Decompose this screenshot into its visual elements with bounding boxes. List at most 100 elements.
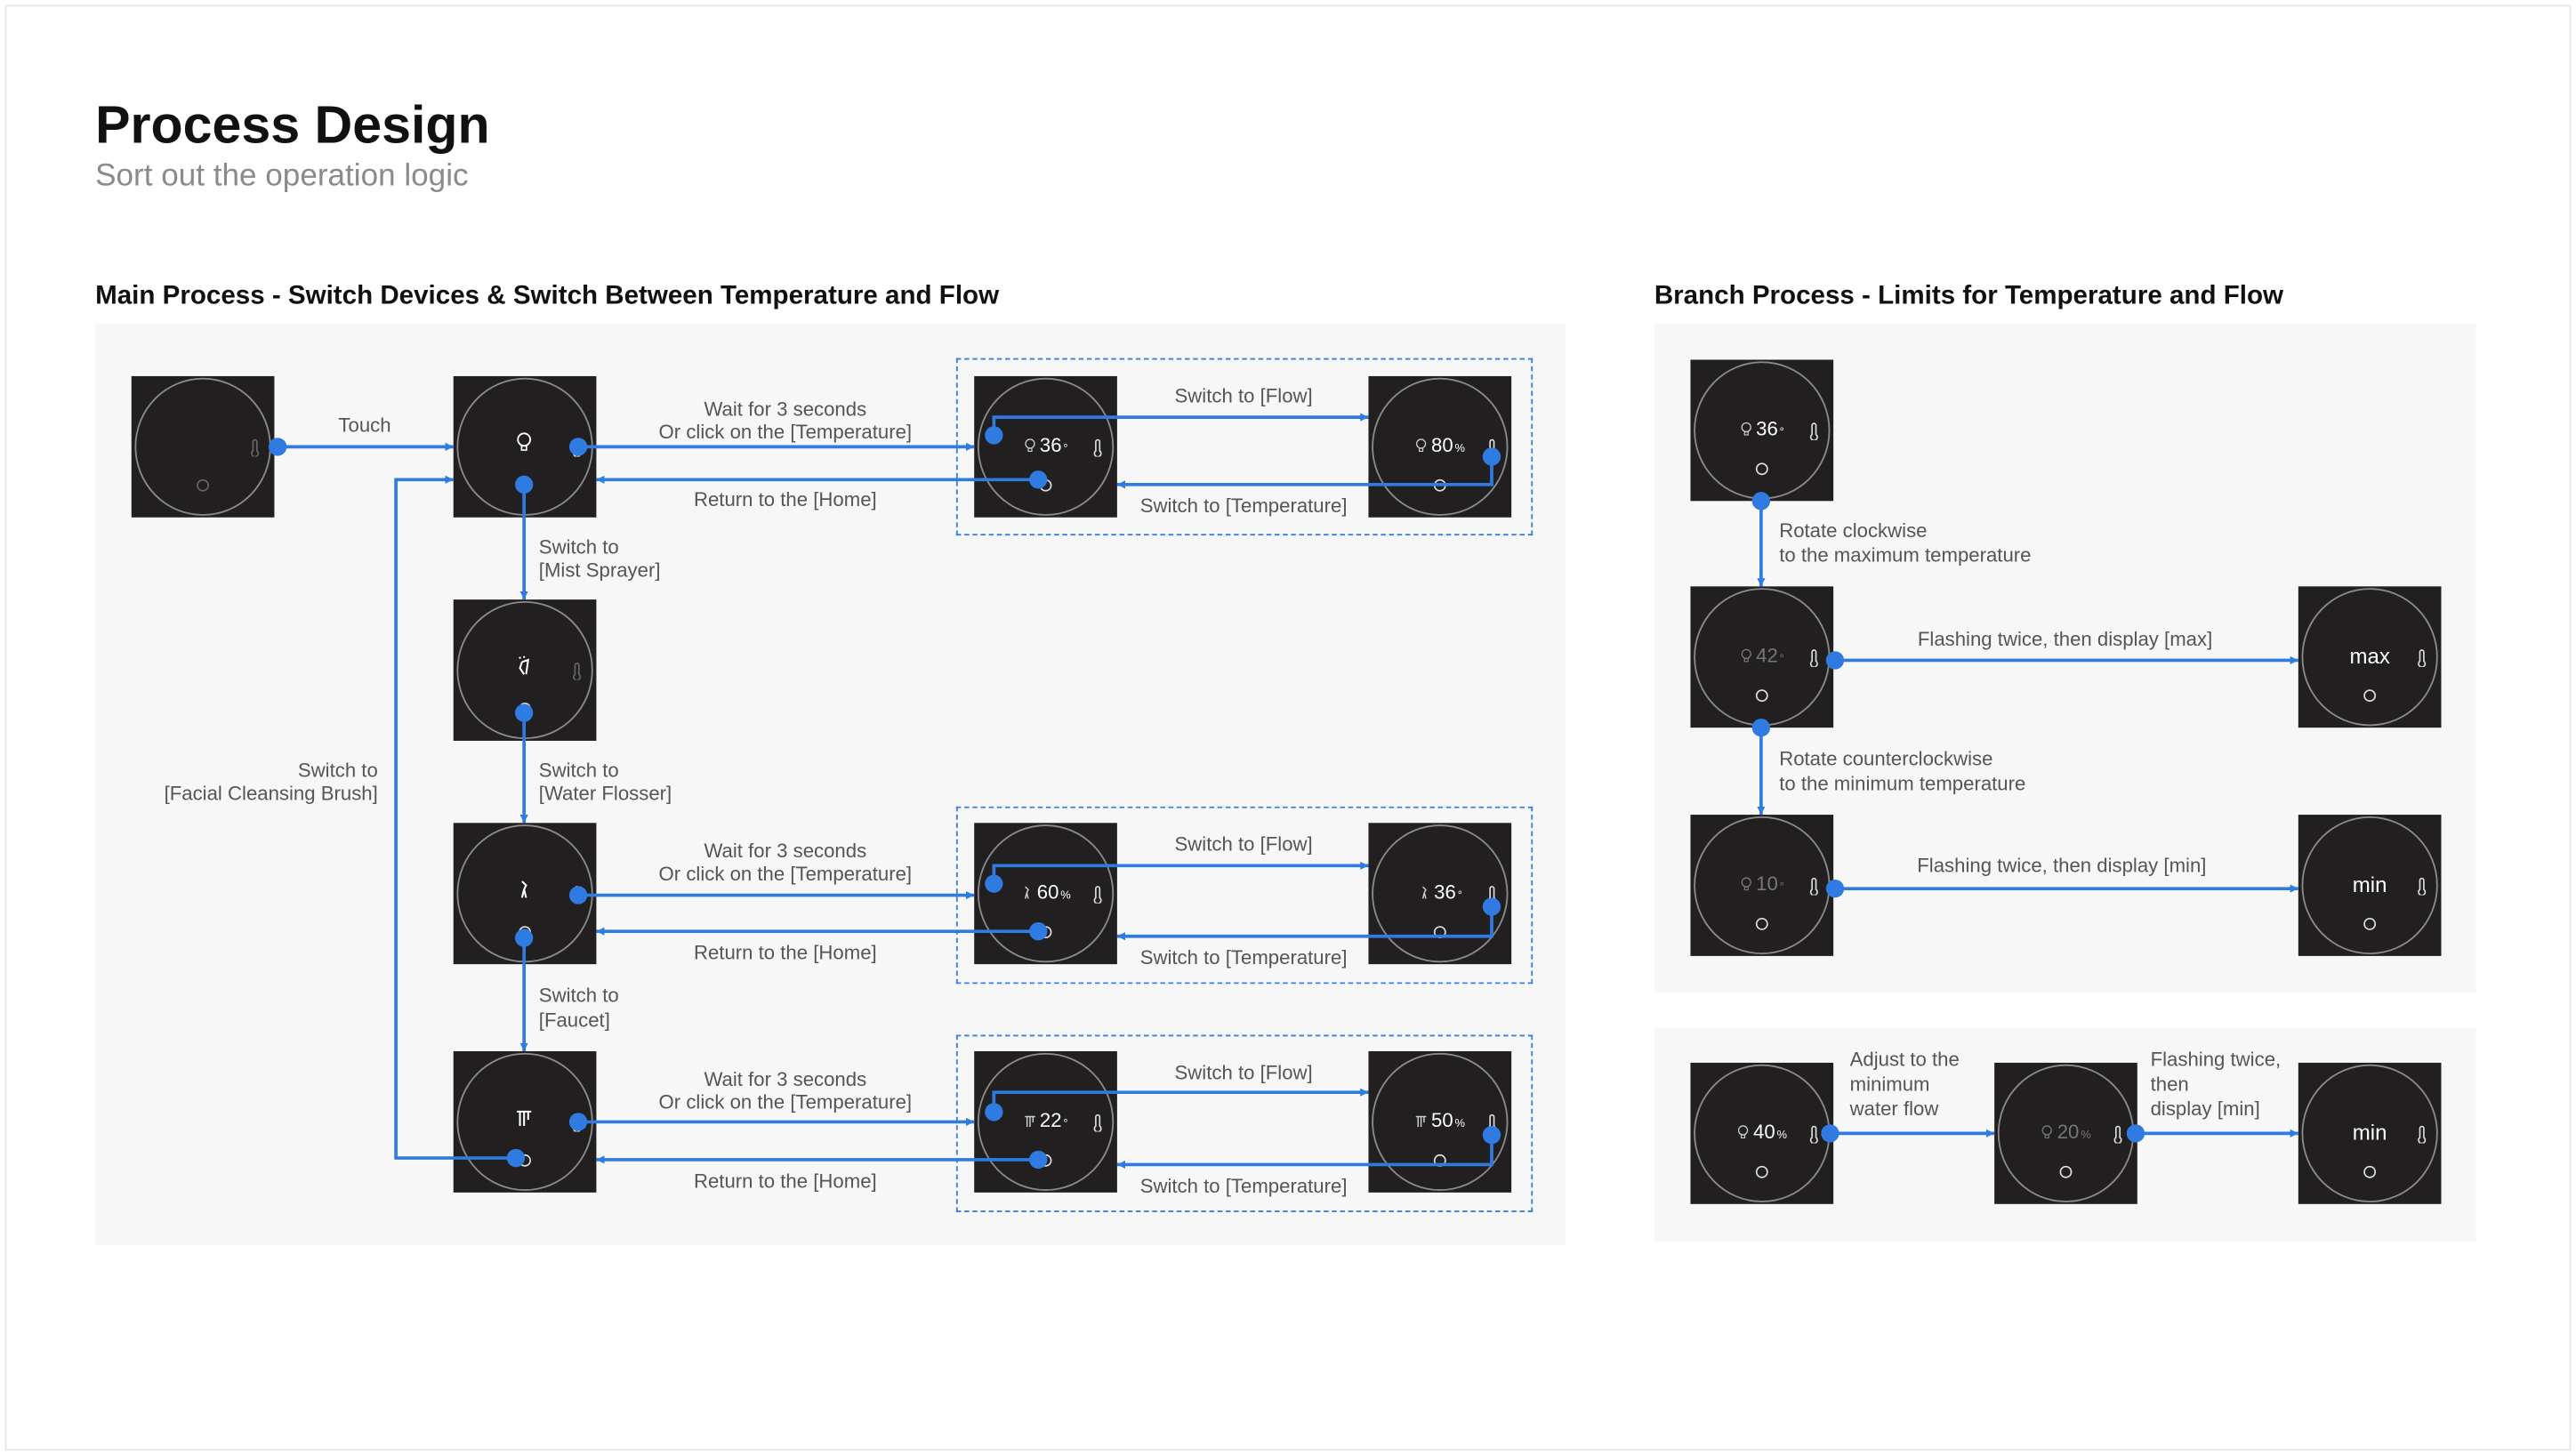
thermometer-icon xyxy=(1091,435,1104,464)
display-value: 42 xyxy=(1756,643,1778,667)
dial-ring xyxy=(2301,1064,2438,1202)
label-switch-to: Switch to xyxy=(538,984,619,1008)
connector-dot xyxy=(1825,880,1845,898)
label-rotate-ccw-2: to the minimum temperature xyxy=(1779,772,2026,795)
device-branch-max: max xyxy=(2298,586,2442,728)
device-brush-flow: 80% xyxy=(1368,375,1512,518)
label-switch-to: Switch to xyxy=(538,535,619,559)
connector-dot xyxy=(1482,1126,1501,1145)
label-adjust-1: Adjust to the xyxy=(1849,1048,1960,1072)
device-faucet-flow: 50% xyxy=(1368,1051,1512,1193)
label-facial: [Facial Cleansing Brush] xyxy=(164,782,378,805)
page-title: Process Design xyxy=(95,95,490,155)
display-unit: ° xyxy=(1457,890,1462,902)
thermometer-icon xyxy=(1091,1111,1104,1140)
label-switch-flow: Switch to [Flow] xyxy=(1174,1061,1313,1084)
label-adjust-3: water flow xyxy=(1849,1097,1939,1121)
label-flash-min: Flashing twice, then display [min] xyxy=(1917,854,2207,878)
connector-dot xyxy=(568,1113,588,1131)
faucet-icon xyxy=(1415,1111,1429,1128)
label-flash-3: display [min] xyxy=(2150,1097,2260,1121)
label-switch-temp: Switch to [Temperature] xyxy=(1139,945,1348,969)
flosser-icon xyxy=(1020,882,1034,899)
face-brush-icon xyxy=(1737,1121,1751,1139)
display-unit: % xyxy=(2081,1129,2091,1142)
display-value: 22 xyxy=(1039,1108,1062,1132)
branch-process-title: Branch Process - Limits for Temperature … xyxy=(1654,282,2284,311)
device-branch-42: 42° xyxy=(1690,586,1834,728)
label-flash-max: Flashing twice, then display [max] xyxy=(1917,627,2213,651)
thermometer-icon xyxy=(1807,646,1821,675)
label-switch-to: Switch to xyxy=(297,759,378,783)
dial-ring xyxy=(977,824,1115,963)
connector-dot xyxy=(1751,719,1771,737)
dial-ring xyxy=(1372,1052,1509,1192)
mist-icon xyxy=(516,655,532,685)
display-unit: ° xyxy=(1779,654,1784,665)
display-value: 80 xyxy=(1431,433,1453,457)
face-brush-icon xyxy=(1740,419,1753,436)
knob-icon xyxy=(2363,910,2378,939)
label-flash-1: Flashing twice, xyxy=(2150,1048,2282,1072)
connector-dot xyxy=(1482,897,1501,916)
arrow-connector xyxy=(992,861,1369,884)
thermometer-icon xyxy=(2415,874,2428,904)
connector-dot xyxy=(1029,922,1048,941)
device-flow-20: 20% xyxy=(1994,1062,2137,1204)
thermometer-icon xyxy=(2415,1121,2428,1151)
face-brush-icon xyxy=(516,432,532,462)
label-switch-to: Switch to xyxy=(538,759,619,783)
device-home xyxy=(131,375,275,518)
label-switch-temp: Switch to [Temperature] xyxy=(1139,494,1348,518)
connector-dot xyxy=(985,426,1003,445)
connector-dot xyxy=(268,438,287,456)
display-value: 40 xyxy=(1753,1120,1775,1144)
connector-dot xyxy=(1751,492,1771,510)
connector-dot xyxy=(1825,651,1845,670)
arrow-connector xyxy=(992,1088,1369,1113)
display-value: 36 xyxy=(1756,417,1778,440)
dial-ring xyxy=(1372,824,1509,963)
knob-icon xyxy=(1754,455,1769,485)
label-flash-2: then xyxy=(2150,1073,2189,1096)
label-switch-flow: Switch to [Flow] xyxy=(1174,832,1313,856)
device-flow-40: 40% xyxy=(1690,1062,1834,1204)
label-wait-1: Wait for 3 seconds xyxy=(704,839,867,863)
connector-dot xyxy=(2126,1124,2145,1143)
label-rotate-cw-2: to the maximum temperature xyxy=(1779,543,2032,567)
dial-ring xyxy=(2301,816,2438,955)
thermometer-icon xyxy=(1091,882,1104,912)
label-touch: Touch xyxy=(338,414,391,438)
display-value: 20 xyxy=(2057,1120,2080,1144)
thermometer-icon xyxy=(248,435,262,464)
label-rotate-ccw: Rotate counterclockwise xyxy=(1779,747,1993,771)
label-rotate-cw: Rotate clockwise xyxy=(1779,518,1928,543)
device-flosser-flow: 36° xyxy=(1368,823,1512,965)
display-value: 36 xyxy=(1434,880,1456,904)
face-brush-icon xyxy=(1740,874,1753,891)
label-wait-2: Or click on the [Temperature] xyxy=(658,420,913,444)
display-unit: % xyxy=(1776,1129,1788,1142)
label-return-home: Return to the [Home] xyxy=(693,1169,877,1193)
display-unit: % xyxy=(1454,443,1466,455)
face-brush-icon xyxy=(1740,646,1753,663)
connector-dot xyxy=(1821,1124,1839,1143)
connector-dot xyxy=(1029,1150,1048,1170)
display-unit: ° xyxy=(1779,427,1784,439)
face-brush-icon xyxy=(1415,435,1429,452)
arrow-connector xyxy=(1116,906,1493,941)
flosser-icon xyxy=(516,879,532,908)
display-value: min xyxy=(2352,872,2387,897)
connector-dot xyxy=(515,703,534,722)
connector-dot xyxy=(515,475,534,494)
device-faucet-temperature: 22° xyxy=(974,1051,1117,1193)
main-process-title: Main Process - Switch Devices & Switch B… xyxy=(95,282,1000,311)
label-wait-1: Wait for 3 seconds xyxy=(704,1067,867,1091)
arrow-connector xyxy=(1116,1135,1493,1170)
connector-dot xyxy=(985,874,1003,893)
thermometer-icon xyxy=(1807,1121,1821,1151)
device-flow-min: min xyxy=(2298,1062,2442,1204)
thermometer-icon xyxy=(1807,874,1821,904)
connector-dot xyxy=(568,886,588,904)
device-branch-36: 36° xyxy=(1690,359,1834,502)
